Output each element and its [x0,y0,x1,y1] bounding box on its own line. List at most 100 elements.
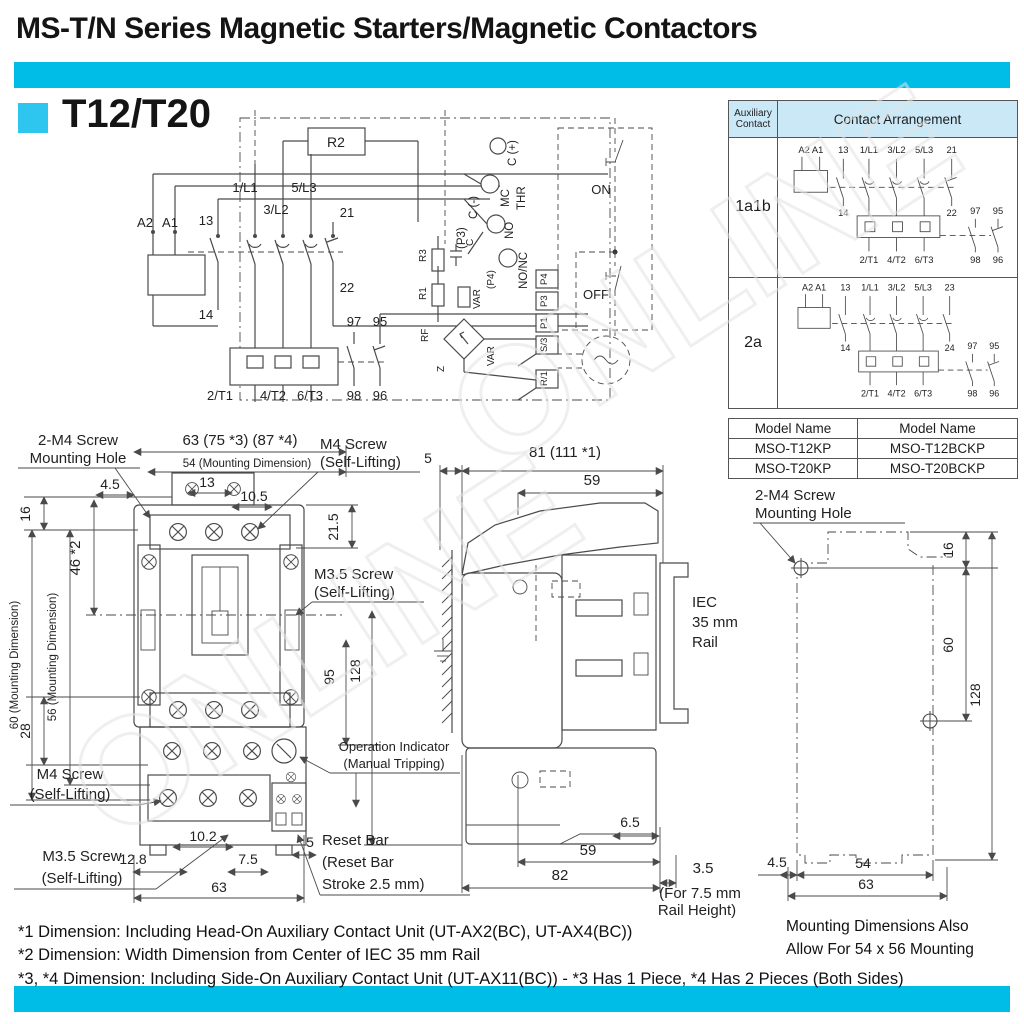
contact-diagram-2a: A2 A1 13 1/L1 3/L2 5/L3 23 14 [797,282,999,399]
table-row: MSO-T12KP MSO-T12BCKP [728,438,1019,459]
model-name-table: Model Name Model Name MSO-T12KP MSO-T12B… [728,418,1019,479]
terminal-strip [517,269,559,401]
dim-10-5: 10.5 [240,488,267,504]
lbl: 5/L3 [914,282,932,292]
dim-81: 81 (111 *1) [529,444,601,461]
lbl: A2 A1 [798,145,823,155]
lbl: 14 [840,343,850,353]
iec-rail [659,562,689,724]
iec-rail-label2: 35 mm [692,614,738,631]
aux-type-label: 1a1b [729,138,778,277]
resistor-r2 [307,127,366,156]
label-mc: MC [500,189,512,207]
lbl: 1/L1 [861,282,879,292]
model-table-header: Model Name Model Name [728,418,1019,439]
rear-dim-63: 63 [858,876,874,892]
terminal-21: 21 [340,205,354,220]
dim-4-5: 4.5 [100,476,120,492]
contact-arrangement-header: Contact Arrangement [833,111,962,127]
pole-contacts [862,296,928,352]
dim-13: 13 [199,474,215,490]
label-c: C [465,239,476,246]
operation-indicator-label: Operation Indicator [339,739,450,754]
aux-no-contact [837,296,846,342]
rear-dim-4-5: 4.5 [767,854,787,870]
dim-width-total: 63 (75 *3) (87 *4) [182,432,297,449]
mounting-caption: Mounting Dimensions Also Allow For 54 x … [786,915,974,962]
terminal-2T1: 2/T1 [207,388,233,403]
footnote-1: *1 Dimension: Including Head-On Auxiliar… [18,923,633,941]
label-var2: VAR [486,346,497,366]
dim-5-side: 5 [424,450,432,466]
m35-screw-bottom-label2: (Self-Lifting) [42,870,123,887]
dim-21-5: 21.5 [325,513,341,540]
side-view: 5 81 (111 *1) 59 IEC 35 mm Rail 6.5 59 8… [424,444,741,919]
contact-arrangement-table: Auxiliary Contact Contact Arrangement 1a… [728,100,1018,409]
aux-row-2a: 2a A2 A1 13 1/L1 3/L2 5/L3 23 14 [729,277,1017,408]
overload-contacts [964,353,999,387]
label-c-plus: C (+) [507,140,519,166]
m4-screw-label: M4 Screw [320,436,387,453]
thermal-overload [229,347,339,402]
coil [147,254,206,296]
terminal-98: 98 [347,388,361,403]
label-thr: THR [516,186,528,210]
accent-bar-bottom [14,986,1010,1012]
rear-mounting-hole-label: 2-M4 Screw [755,487,835,504]
mounting-caption-line1: Mounting Dimensions Also [786,918,969,935]
lbl: 21 [946,145,956,155]
contact-diagram-1a1b: A2 A1 13 1/L1 3/L2 5/L3 21 14 [793,145,1003,265]
m4-screw-bottom-label2: (Self-Lifting) [30,786,111,803]
model-cell: MSO-T20KP [728,458,858,479]
mounting-hole-label: 2-M4 Screw [38,432,118,449]
footnote-3: *3, *4 Dimension: Including Side-On Auxi… [18,969,904,988]
dim-10-2: 10.2 [189,828,216,844]
label-no: NO [504,222,516,239]
lbl: 98 [970,255,980,265]
dim-95: 95 [321,669,337,685]
lbl: 4/T2 [887,255,906,265]
operation-indicator-label2: (Manual Tripping) [343,756,444,771]
strip-p4: P4 [539,273,550,285]
lbl: 22 [946,208,956,218]
m35-screw-bottom-label: M3.5 Screw [42,848,121,865]
dim-128: 128 [347,659,363,683]
lbl: 1/L1 [859,145,877,155]
lbl: 3/L2 [887,282,905,292]
on-label: ON [591,182,611,197]
dim-60: 60 (Mounting Dimension) [9,601,21,730]
strip-p1: P1 [539,317,550,329]
on-button [605,118,624,252]
lbl: 2/T1 [859,255,878,265]
lbl: 13 [838,145,848,155]
m35-screw-label: M3.5 Screw [314,566,393,583]
m4-screw-label2: (Self-Lifting) [320,454,401,471]
label-p4: (P4) [486,270,497,289]
lbl: 14 [838,208,848,218]
terminal-1L1: 1/L1 [232,180,257,195]
pushbutton-box [557,127,653,331]
dim-12-8: 12.8 [119,851,146,867]
lbl: 23 [944,282,954,292]
dim-59-bottom: 59 [580,842,597,859]
a2-label: A2 [137,215,153,230]
component-cluster [431,236,537,381]
reset-bar-label3: Stroke 2.5 mm) [322,876,425,893]
front-view: 2-M4 Screw Mounting Hole 63 (75 *3) (87 … [9,432,470,903]
model-cell: MSO-T12KP [728,438,858,459]
dim-82: 82 [552,867,569,884]
enclosure-box [239,117,611,401]
terminal-3L2: 3/L2 [263,202,288,217]
label-p3: (P3) [456,227,468,249]
label-z: Z [436,366,447,372]
terminal-22: 22 [340,280,354,295]
label-rf: RF [420,329,431,342]
lbl: 95 [989,341,999,351]
table-row: MSO-T20KP MSO-T20BCKP [728,458,1019,479]
strip-r1: R/1 [539,371,550,386]
lbl: 6/T3 [914,255,933,265]
iec-rail-label3: Rail [692,634,718,651]
label-r1: R1 [418,287,429,300]
accent-bar-top [14,62,1010,88]
lbl: 97 [970,206,980,216]
